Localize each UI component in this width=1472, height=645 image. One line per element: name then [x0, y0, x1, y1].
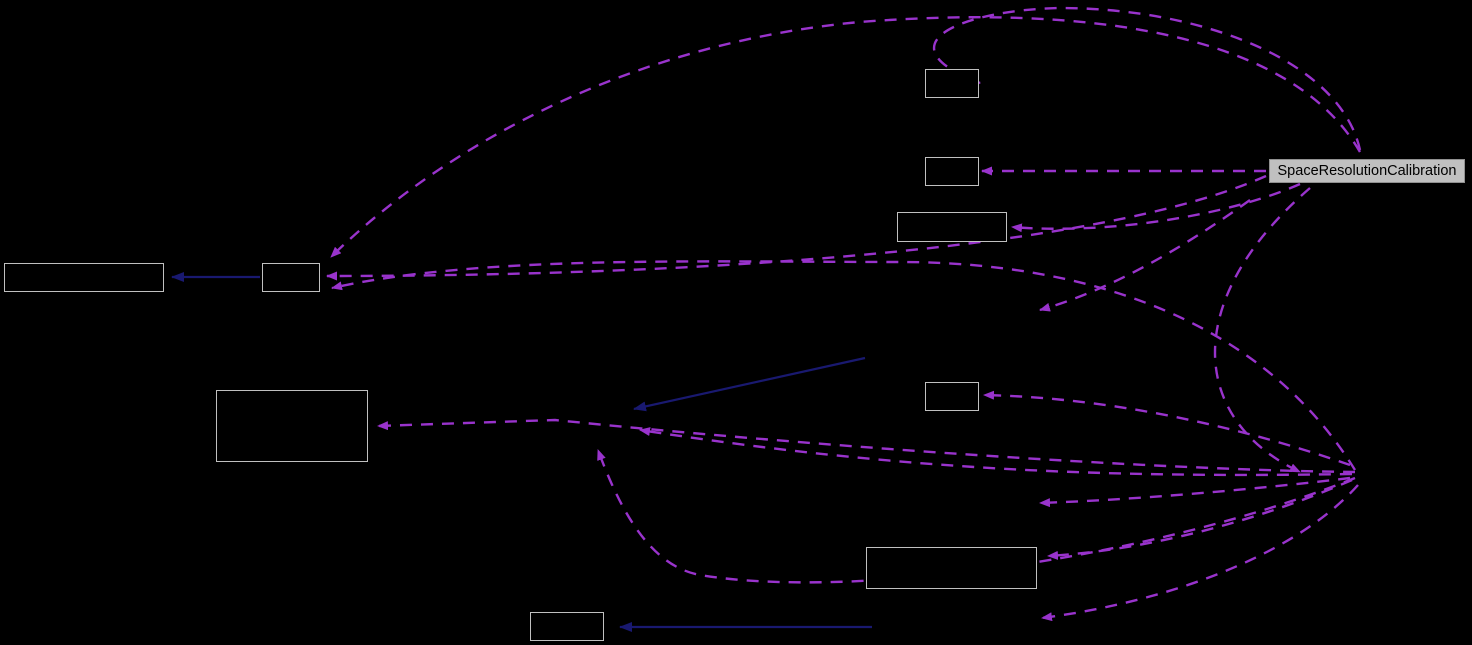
- edge-upper-to-mid: [633, 356, 866, 412]
- edge-to-node-7: [983, 390, 1351, 467]
- node-space-resolution-calibration[interactable]: SpaceResolutionCalibration: [1269, 159, 1465, 183]
- edge-to-node-3: [1011, 182, 1301, 233]
- edge-to-offscreen-c: [1041, 484, 1359, 622]
- node-5[interactable]: [4, 263, 164, 292]
- node-6[interactable]: [216, 390, 368, 462]
- node-label-space-resolution-calibration: SpaceResolutionCalibration: [1277, 162, 1457, 179]
- edge-to-node-8: [1047, 478, 1353, 560]
- edge-to-offscreen-a: [1039, 199, 1251, 312]
- node-3[interactable]: [897, 212, 1007, 242]
- edge-to-node-4-middle: [326, 174, 1267, 281]
- edge-to-node-6: [377, 418, 1356, 474]
- edge-to-node-1: [932, 6, 1362, 151]
- edge-node0-to-hub: [1214, 187, 1311, 474]
- edge-to-node-4-upper: [330, 16, 1362, 258]
- node-9[interactable]: [530, 612, 604, 641]
- edge-to-offscreen-b: [1039, 476, 1351, 508]
- node-4[interactable]: [262, 263, 320, 292]
- node-2[interactable]: [925, 157, 979, 186]
- edge-to-mid-left: [596, 449, 1356, 584]
- dashed-edge-group: [326, 6, 1362, 622]
- solid-edge-group: [171, 272, 872, 632]
- node-1[interactable]: [925, 69, 979, 98]
- node-7[interactable]: [925, 382, 979, 411]
- edge-to-node-4-lower: [331, 260, 1357, 471]
- node-8[interactable]: [866, 547, 1037, 589]
